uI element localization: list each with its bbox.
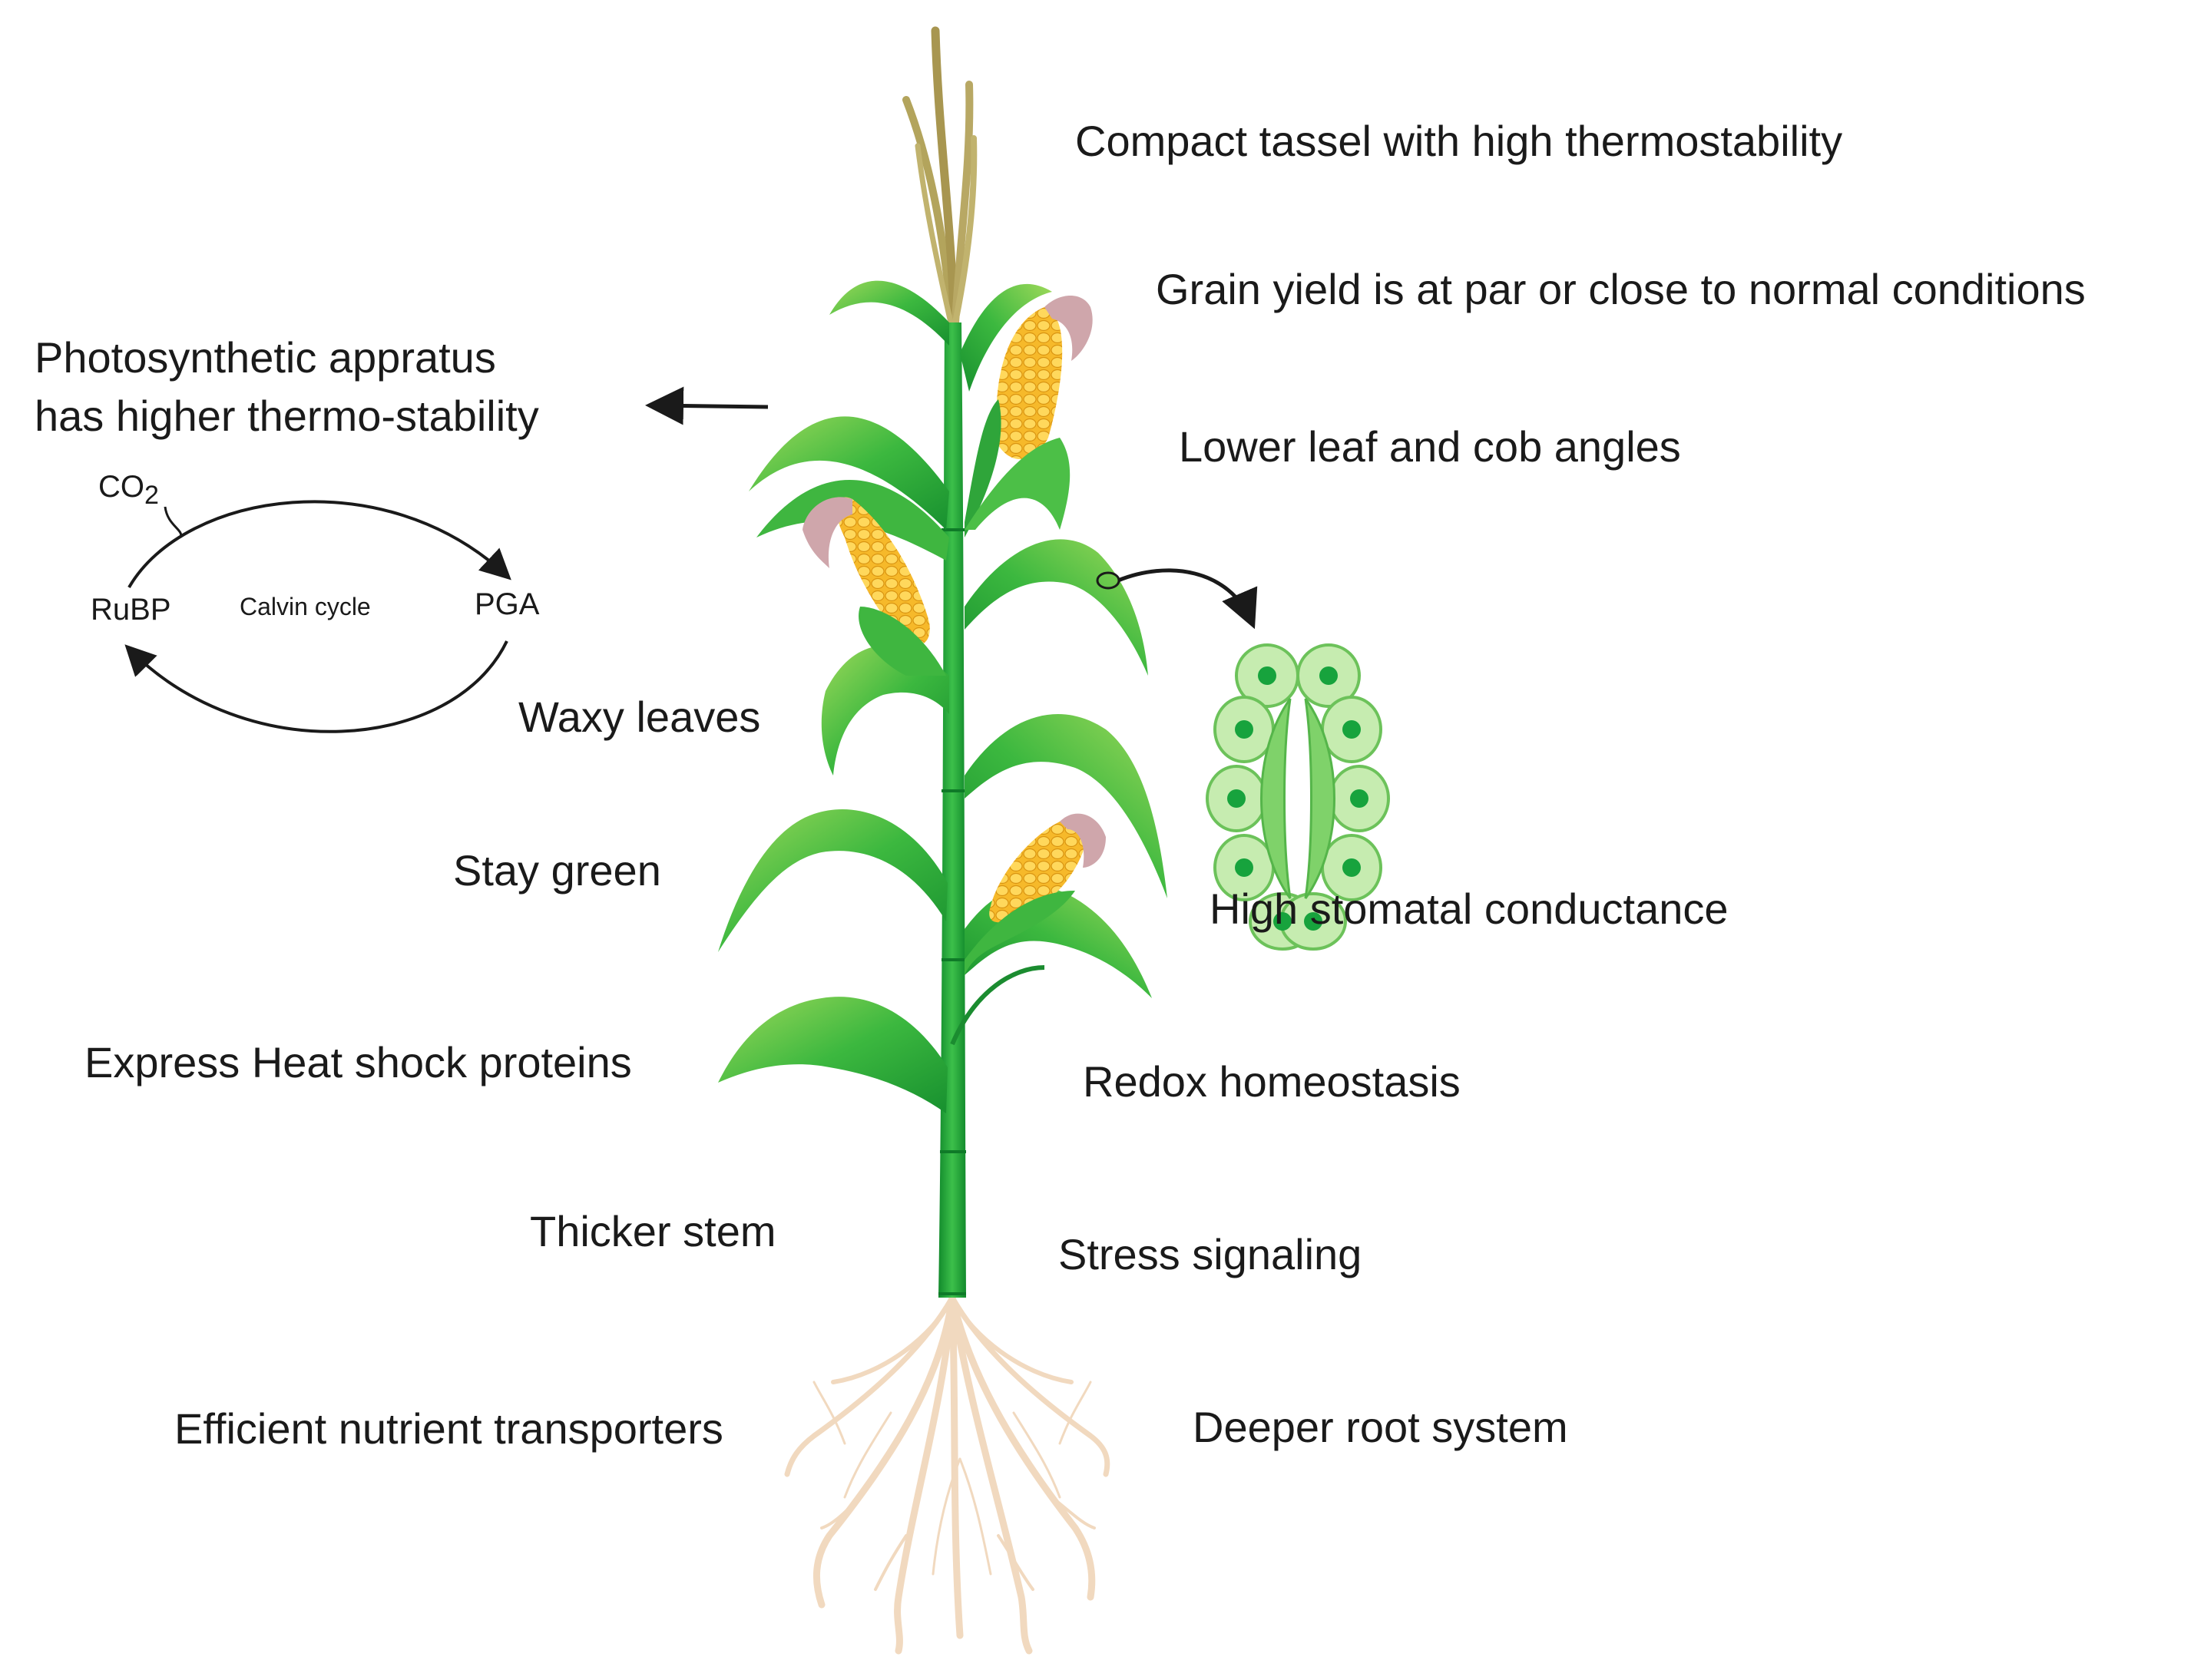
label-photosynthetic-line2: has higher thermo-stability: [35, 392, 539, 440]
photosynthetic-arrow: [645, 386, 769, 425]
calvin-co2-base: CO: [98, 470, 144, 504]
label-root-system: Deeper root system: [1193, 1403, 1568, 1451]
leaf: [829, 280, 949, 346]
tassel: [902, 26, 978, 327]
corn-cob-middle: [803, 497, 946, 676]
label-leaf-angles: Lower leaf and cob angles: [1179, 422, 1681, 471]
label-photosynthetic-line1: Photosynthetic appratus: [35, 333, 496, 382]
leaf: [749, 416, 949, 530]
label-grain-yield: Grain yield is at par or close to normal…: [1156, 265, 2086, 313]
calvin-center-label: Calvin cycle: [240, 593, 371, 620]
calvin-co2: CO2: [98, 470, 159, 511]
leaf: [965, 539, 1148, 676]
calvin-co2-sub: 2: [144, 481, 159, 510]
calvin-cycle-diagram: [124, 500, 511, 733]
leaf: [960, 283, 1052, 392]
root-system: [784, 1294, 1110, 1655]
stem-nodes: [938, 528, 966, 1295]
leaf: [718, 997, 948, 1113]
calvin-pga: PGA: [475, 587, 540, 621]
leaf: [718, 809, 948, 952]
label-photosynthetic: Photosynthetic appratus has higher therm…: [35, 329, 539, 445]
label-stay-green: Stay green: [453, 846, 661, 895]
leaf: [950, 965, 1045, 1046]
calvin-rubp: RuBP: [91, 593, 171, 627]
corn-cob-lower: [965, 813, 1106, 975]
stem: [938, 322, 966, 1298]
label-tassel: Compact tassel with high thermostability: [1075, 117, 1843, 165]
corn-cob-top: [965, 296, 1093, 537]
label-nutrient-transporters: Efficient nutrient transporters: [174, 1404, 723, 1453]
stomata-illustration: [1206, 643, 1390, 951]
label-heat-shock: Express Heat shock proteins: [84, 1038, 632, 1086]
label-thicker-stem: Thicker stem: [530, 1207, 776, 1255]
label-redox: Redox homeostasis: [1083, 1057, 1461, 1106]
leaf: [965, 714, 1167, 898]
label-stress-signaling: Stress signaling: [1058, 1230, 1362, 1278]
stomata-arrow: [1096, 568, 1258, 630]
label-stomatal: High stomatal conductance: [1210, 885, 1729, 933]
label-waxy-leaves: Waxy leaves: [518, 693, 761, 741]
leaf: [821, 645, 949, 776]
